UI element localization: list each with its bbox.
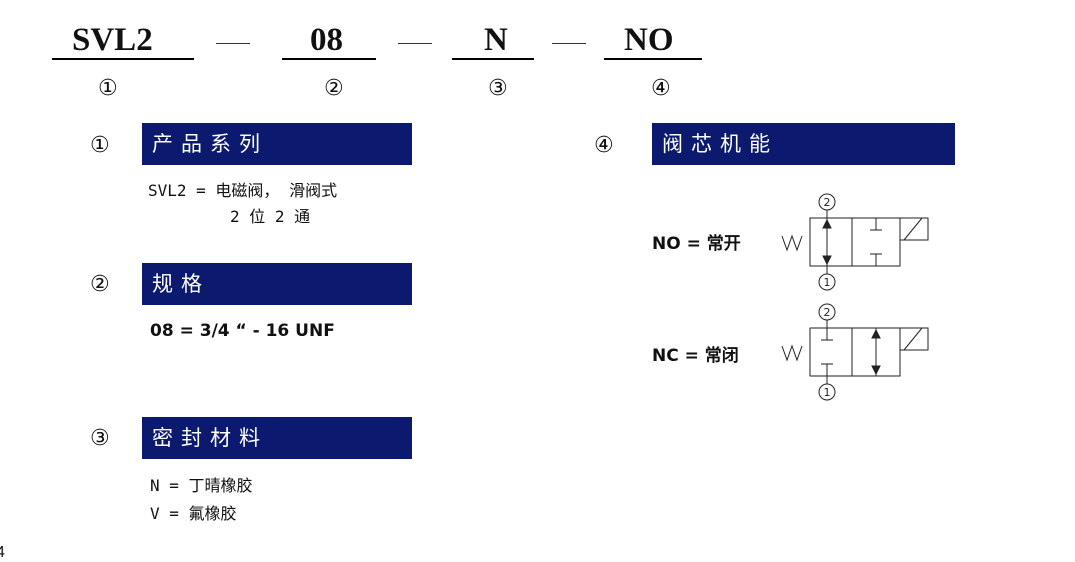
port-label-bottom: 1: [824, 276, 831, 289]
section-header-seal: 密封材料: [142, 417, 412, 459]
underline-series: [52, 58, 194, 60]
code-index-2: ②: [324, 76, 344, 101]
seal-desc-line2: V = 氟橡胶: [150, 504, 237, 523]
underline-seal: [452, 58, 534, 60]
port-label-top: 2: [824, 196, 831, 209]
code-segment-series: SVL2: [72, 22, 153, 58]
section-number: ②: [90, 272, 110, 297]
section-header-function: 阀芯机能: [652, 123, 955, 165]
code-index-4: ④: [651, 76, 671, 101]
code-segment-seal: N: [484, 22, 508, 58]
separator-dash: [216, 43, 250, 44]
code-index-3: ③: [488, 76, 508, 101]
separator-dash: [398, 43, 432, 44]
port-label-top: 2: [824, 306, 831, 319]
separator-dash: [552, 43, 586, 44]
section-header-spec: 规格: [142, 263, 412, 305]
page-number: 4: [0, 544, 5, 561]
underline-size: [282, 58, 376, 60]
series-desc-line1: SVL2 = 电磁阀， 滑阀式: [148, 181, 338, 200]
normally-open-valve-symbol: 2 1: [781, 193, 929, 291]
underline-function: [604, 58, 702, 60]
section-header-series: 产品系列: [142, 123, 412, 165]
section-number: ③: [90, 426, 110, 451]
code-index-1: ①: [98, 76, 118, 101]
section-number: ④: [594, 133, 614, 158]
code-segment-size: 08: [310, 22, 343, 58]
function-nc-label: NC = 常闭: [652, 346, 739, 366]
port-label-bottom: 1: [824, 386, 831, 399]
spec-desc-line1: 08 = 3/4 “ - 16 UNF: [150, 321, 335, 341]
function-no-label: NO = 常开: [652, 234, 741, 254]
normally-closed-valve-symbol: 2 1: [781, 303, 929, 401]
seal-desc-line1: N = 丁晴橡胶: [150, 476, 253, 495]
series-desc-line2: 2 位 2 通: [230, 207, 311, 226]
section-number: ①: [90, 133, 110, 158]
code-segment-function: NO: [624, 22, 674, 58]
